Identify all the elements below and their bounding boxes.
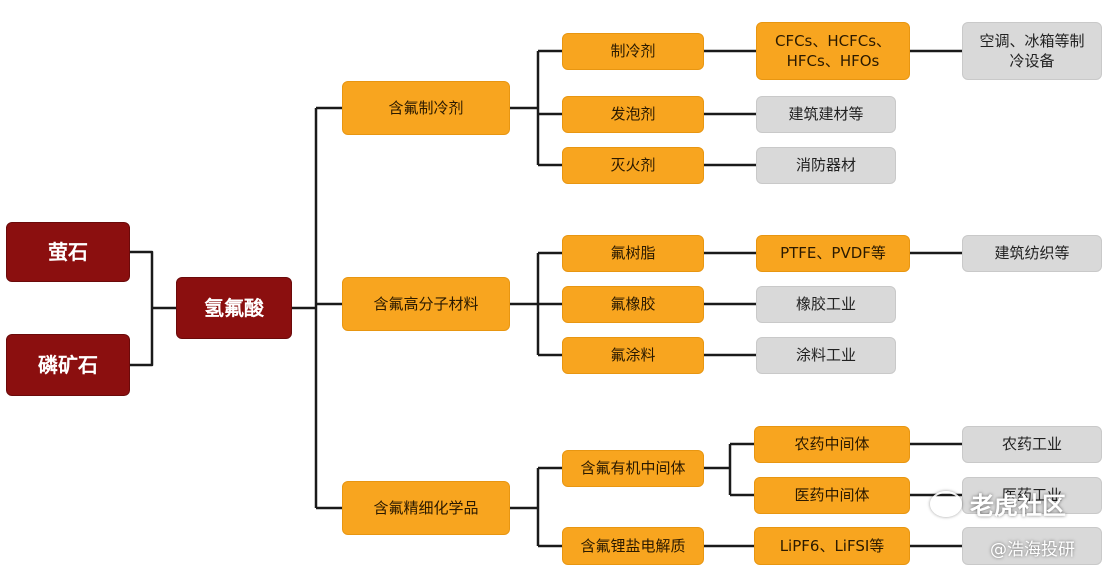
node-refrigerant-group: 含氟制冷剂 (342, 81, 510, 135)
node-fluorite: 萤石 (6, 222, 130, 282)
node-pesticide-intermediate: 农药中间体 (754, 426, 910, 463)
node-lithium-salt: 含氟锂盐电解质 (562, 527, 704, 565)
node-ptfe-pvdf: PTFE、PVDF等 (756, 235, 910, 272)
node-cfcs-hfcs-line1: CFCs、HCFCs、 (774, 31, 892, 50)
node-battery-industry (962, 527, 1102, 565)
watermark-handle: @浩海投研 (990, 540, 1075, 560)
node-fluororubber: 氟橡胶 (562, 286, 704, 323)
node-polymer-group: 含氟高分子材料 (342, 277, 510, 331)
node-hydrofluoric-acid: 氢氟酸 (176, 277, 292, 339)
node-refrigerant: 制冷剂 (562, 33, 704, 70)
node-aircon-equipment-line1: 空调、冰箱等制 (979, 31, 1085, 50)
node-pesticide-industry: 农药工业 (962, 426, 1102, 463)
node-pharma-industry: 医药工业 (962, 477, 1102, 514)
node-building-materials: 建筑建材等 (756, 96, 896, 133)
brand-logo-icon (930, 490, 962, 517)
watermark-brand-text: 老虎社区 (970, 492, 1066, 520)
node-aircon-equipment-line2: 冷设备 (1009, 52, 1055, 70)
node-building-textile: 建筑纺织等 (962, 235, 1102, 272)
watermark-brand: 老虎社区 (930, 486, 1066, 521)
node-fluororesin: 氟树脂 (562, 235, 704, 272)
node-fire-equipment: 消防器材 (756, 147, 896, 184)
node-foaming-agent: 发泡剂 (562, 96, 704, 133)
node-organic-intermediate: 含氟有机中间体 (562, 450, 704, 487)
node-cfcs-hfcs: CFCs、HCFCs、 HFCs、HFOs (756, 22, 910, 80)
node-fine-chem-group: 含氟精细化学品 (342, 481, 510, 535)
node-fluorocoating: 氟涂料 (562, 337, 704, 374)
node-cfcs-hfcs-line2: HFCs、HFOs (786, 52, 880, 70)
node-coating-industry: 涂料工业 (756, 337, 896, 374)
node-lipf6-lifsi: LiPF6、LiFSI等 (754, 527, 910, 565)
connector (130, 250, 154, 367)
node-aircon-equipment: 空调、冰箱等制 冷设备 (962, 22, 1102, 80)
node-phosphate: 磷矿石 (6, 334, 130, 396)
node-extinguishing-agent: 灭火剂 (562, 147, 704, 184)
node-rubber-industry: 橡胶工业 (756, 286, 896, 323)
node-pharma-intermediate: 医药中间体 (754, 477, 910, 514)
